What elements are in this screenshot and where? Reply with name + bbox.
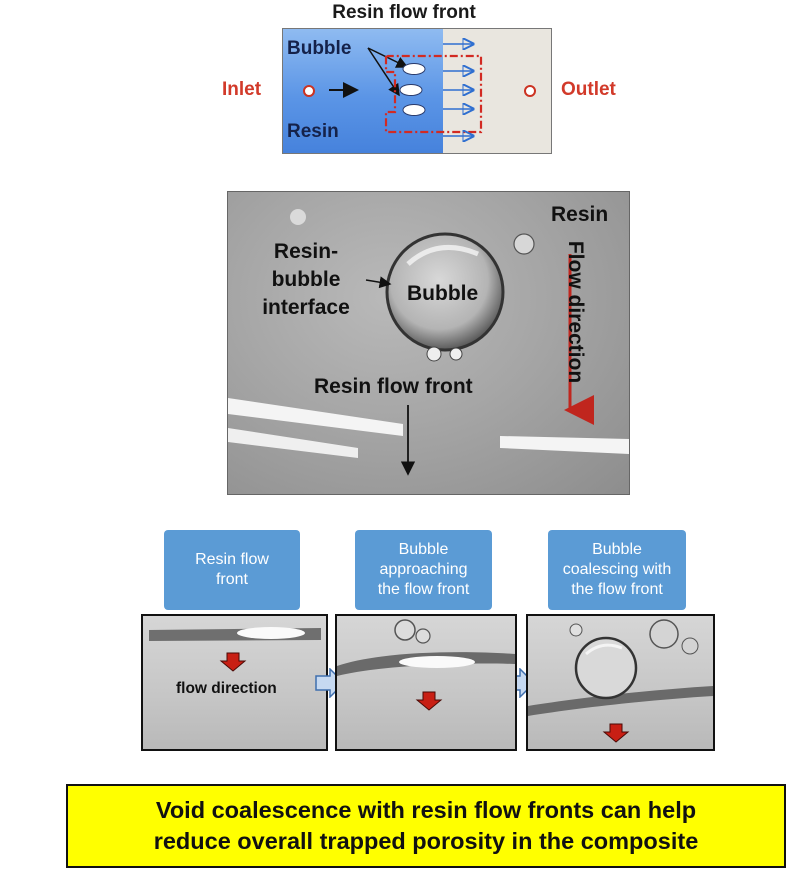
interface-label-line-2: bubble <box>271 268 341 291</box>
photo-flow-front-label: Resin flow front <box>314 375 473 398</box>
schematic-bubble-3 <box>402 104 426 116</box>
schematic-resin-label: Resin <box>287 121 339 142</box>
caption-2-line-1: Bubble <box>398 541 449 558</box>
interface-leader-arrow <box>365 276 392 289</box>
photo-flow-front-streak-2 <box>228 428 358 458</box>
sequence-frame-2 <box>335 614 517 751</box>
schematic-bubble-label: Bubble <box>287 38 352 59</box>
inlet-port <box>303 85 315 97</box>
caption-3-line-2: coalescing with <box>562 561 672 578</box>
photo-flow-front-streak-1 <box>228 398 403 436</box>
caption-1-line-1: Resin flow <box>195 551 269 568</box>
caption-3-line-3: the flow front <box>571 581 663 598</box>
inlet-label: Inlet <box>222 79 262 100</box>
outlet-port <box>524 85 536 97</box>
schematic-title: Resin flow front <box>332 2 476 23</box>
schematic-bubble-2 <box>399 84 423 96</box>
outlet-label: Outlet <box>561 79 616 100</box>
frame-2-down-arrow <box>415 691 443 711</box>
caption-bubble-approaching: Bubble approaching the flow front <box>355 530 492 610</box>
frame-3-down-arrow <box>602 723 630 743</box>
photo-bubble-label: Bubble <box>407 282 479 305</box>
interface-label-line-1: Resin- <box>273 240 339 263</box>
sequence-frame-3 <box>526 614 715 751</box>
caption-2-line-3: the flow front <box>377 581 470 598</box>
control-region-outline <box>384 54 483 134</box>
caption-flow-front: Resin flow front <box>164 530 300 610</box>
frame-1-drawing <box>149 627 321 672</box>
frame-1-down-arrow <box>219 652 247 672</box>
interface-label: Resin- bubble interface <box>250 238 362 322</box>
frame-3-drawing <box>528 619 713 743</box>
interface-label-line-3: interface <box>262 296 350 319</box>
caption-1-line-2: front <box>215 571 248 588</box>
bubble-leader-2 <box>367 47 400 97</box>
photo-drawing <box>228 209 629 476</box>
conclusion-line-1: Void coalescence with resin flow fronts … <box>155 797 697 823</box>
schematic-arrows <box>329 29 483 153</box>
frame-flow-direction-label: flow direction <box>176 680 277 697</box>
caption-2-line-2: approaching <box>379 561 468 578</box>
flow-cell-schematic: Bubble Resin <box>282 28 552 154</box>
bubble-leader-1 <box>367 47 409 68</box>
schematic-bubble-1 <box>402 63 426 75</box>
caption-3-line-1: Bubble <box>592 541 642 558</box>
photo-flow-direction-label: Flow direction <box>564 240 587 384</box>
photo-main-bubble <box>385 232 505 352</box>
sequence-frame-1: flow direction <box>141 614 328 751</box>
caption-bubble-coalescing: Bubble coalescing with the flow front <box>548 530 686 610</box>
conclusion-line-2: reduce overall trapped porosity in the c… <box>153 828 699 854</box>
conclusion-box: Void coalescence with resin flow fronts … <box>66 784 786 868</box>
bubble-photo: Resin Resin- bubble interface Bubble Res… <box>227 191 630 495</box>
photo-resin-label: Resin <box>551 203 609 226</box>
photo-flow-front-streak-3 <box>500 436 629 454</box>
frame-2-drawing <box>337 619 515 711</box>
frame-3-bubble <box>574 636 638 700</box>
